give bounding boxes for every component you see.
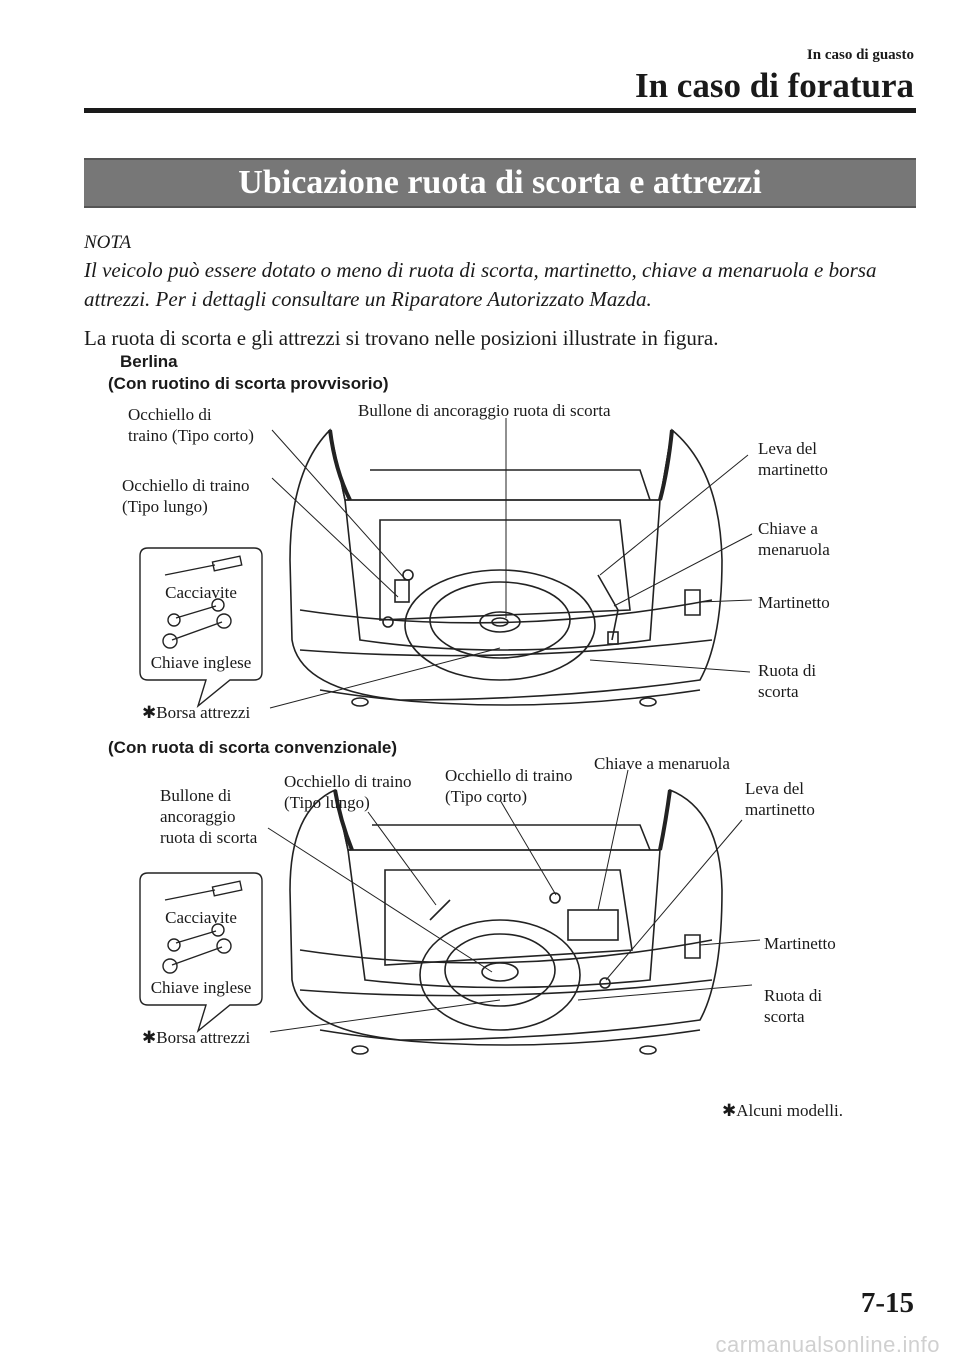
label-jack-lever-2: Leva del martinetto xyxy=(745,779,815,819)
label-screwdriver-1: Cacciavite xyxy=(165,583,237,602)
label-spare-2: Ruota di scorta xyxy=(764,986,823,1026)
label-lug-wrench-2: Chiave a menaruola xyxy=(594,754,730,773)
intro-paragraph: La ruota di scorta e gli attrezzi si tro… xyxy=(84,326,719,350)
label-lug-wrench-1: Chiave a menaruola xyxy=(758,519,830,559)
label-spare-1: Ruota di scorta xyxy=(758,661,817,701)
label-tow-long-1: Occhiello di traino (Tipo lungo) xyxy=(122,476,250,516)
page-title: In caso di foratura xyxy=(634,66,914,105)
asterisk-icon: ✱ xyxy=(142,1028,157,1047)
footnote: ✱Alcuni modelli. xyxy=(722,1101,843,1120)
label-wrench-2: Chiave inglese xyxy=(150,978,252,997)
label-tow-long-2: Occhiello di traino (Tipo lungo) xyxy=(284,772,412,812)
figure2-subtitle: (Con ruota di scorta convenzionale) xyxy=(108,738,398,757)
label-jack-1: Martinetto xyxy=(758,593,830,612)
asterisk-icon: ✱ xyxy=(722,1101,737,1120)
label-screwdriver-2: Cacciavite xyxy=(165,908,237,927)
label-tow-short-2: Occhiello di traino (Tipo corto) xyxy=(445,766,573,806)
asterisk-icon: ✱ xyxy=(142,703,157,722)
label-wrench-1: Chiave inglese xyxy=(150,653,252,672)
label-toolbag-2: ✱Borsa attrezzi xyxy=(142,1028,251,1047)
note-text: Il veicolo può essere dotato o meno di r… xyxy=(84,258,877,311)
section-name: In caso di guasto xyxy=(806,47,914,63)
header-rule xyxy=(84,108,916,113)
figure1-subtitle: (Con ruotino di scorta provvisorio) xyxy=(108,374,389,393)
watermark: carmanualsonline.info xyxy=(715,1332,940,1357)
label-bolt-1: Bullone di ancoraggio ruota di scorta xyxy=(358,401,611,420)
label-jack-lever-1: Leva del martinetto xyxy=(758,439,828,479)
label-tow-short-1: Occhiello di traino (Tipo corto) xyxy=(128,405,254,445)
label-bolt-2: Bullone di ancoraggio ruota di scorta xyxy=(160,786,258,847)
section-banner: Ubicazione ruota di scorta e attrezzi xyxy=(84,158,916,208)
figure1-model: Berlina xyxy=(120,352,178,371)
label-toolbag-1: ✱Borsa attrezzi xyxy=(142,703,251,722)
page-number: 7-15 xyxy=(860,1287,914,1319)
note-heading: NOTA xyxy=(84,232,132,253)
label-jack-2: Martinetto xyxy=(764,934,836,953)
